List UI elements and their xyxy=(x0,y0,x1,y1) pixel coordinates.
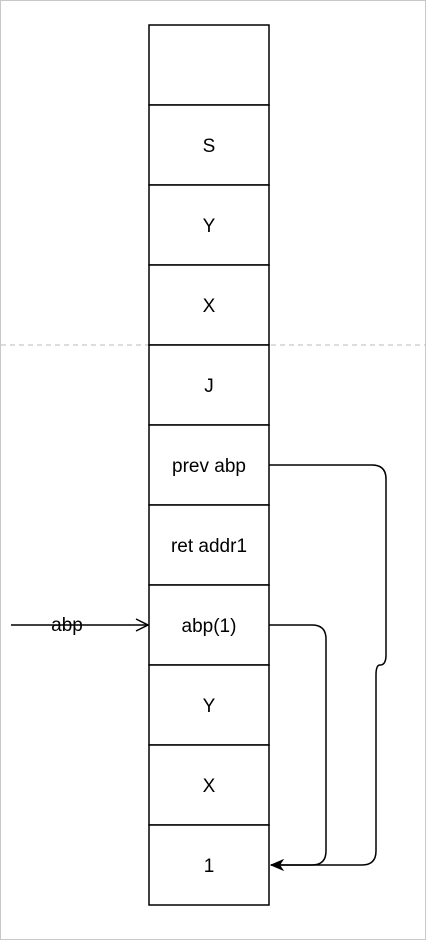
stack-cell-box xyxy=(148,424,270,506)
stack-cell-box xyxy=(148,104,270,186)
stack-cell-box xyxy=(148,264,270,346)
stack-cell-box xyxy=(148,504,270,586)
stack-cell: Y xyxy=(148,664,270,746)
stack-cell-box xyxy=(148,24,270,106)
stack-cell: 1 xyxy=(148,824,270,906)
stack-cell-box xyxy=(148,664,270,746)
stack-cell: abp(1) xyxy=(148,584,270,666)
stack-cell-label: abp(1) xyxy=(182,616,237,637)
stack-cell-label: Y xyxy=(203,216,216,237)
stack-cell-label: ret addr1 xyxy=(171,536,247,557)
stack-cell-box xyxy=(148,744,270,826)
stack-cell-label: X xyxy=(203,296,216,317)
stack-cell: X xyxy=(148,744,270,826)
stack-cell: X xyxy=(148,264,270,346)
prev-abp-link-arrow xyxy=(269,464,387,871)
stack-cell: prev abp xyxy=(148,424,270,506)
stack-cell-label: Y xyxy=(203,696,216,717)
stack-cell xyxy=(148,24,270,106)
stack-cell-box xyxy=(148,824,270,906)
stack-cell: ret addr1 xyxy=(148,504,270,586)
abp-pointer-label: abp xyxy=(51,615,83,636)
stack-cell-label: 1 xyxy=(204,856,215,877)
abp1-link-arrow xyxy=(269,624,327,871)
stack-cell: S xyxy=(148,104,270,186)
stack-cell: Y xyxy=(148,184,270,266)
stack-cell-label: X xyxy=(203,776,216,797)
stack-cell-label: prev abp xyxy=(172,456,246,477)
stack-cell-box xyxy=(148,344,270,426)
stack-cell-label: S xyxy=(203,136,216,157)
stack-cell-box xyxy=(148,584,270,666)
stack-cell-label: J xyxy=(204,376,214,397)
stack-cell: J xyxy=(148,344,270,426)
